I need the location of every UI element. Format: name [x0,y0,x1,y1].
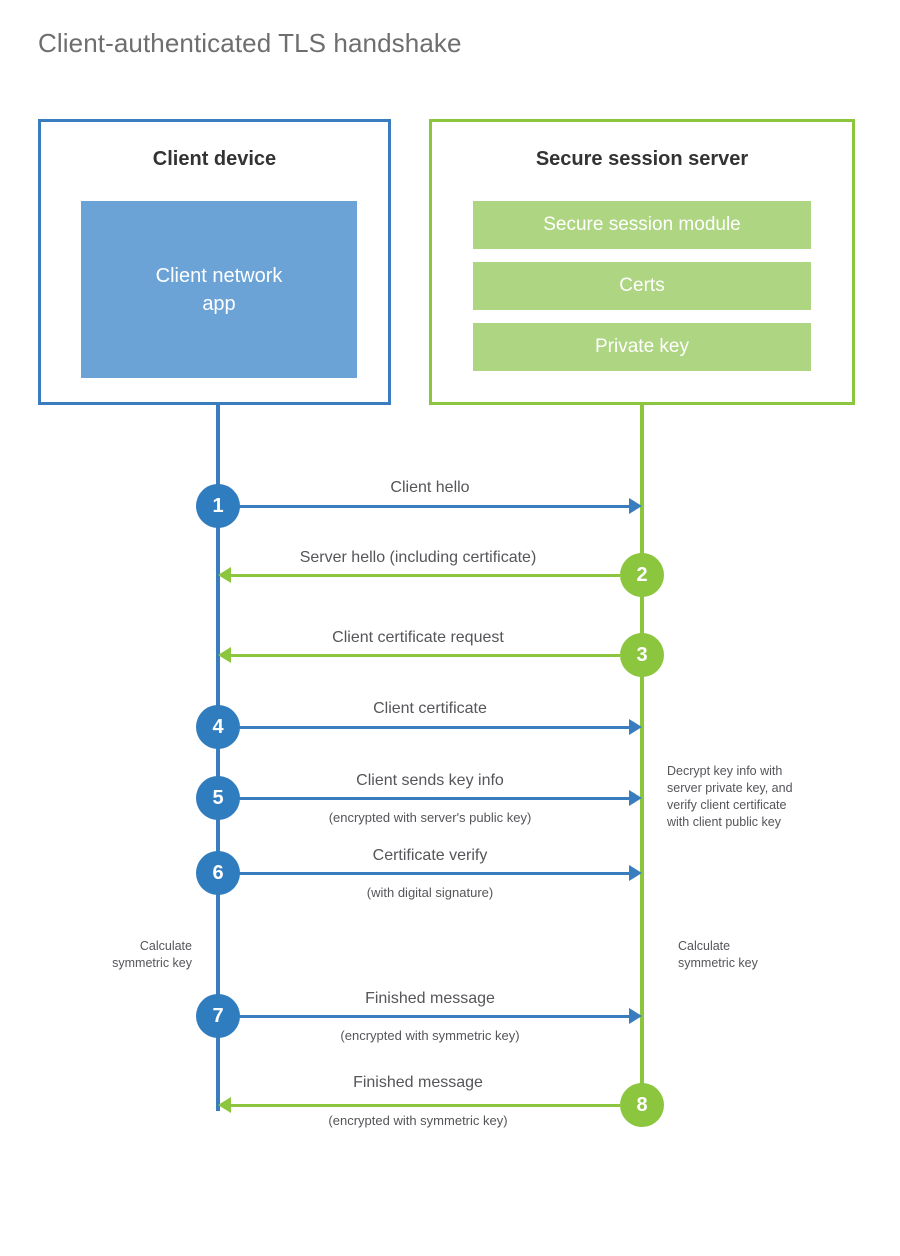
server-module-private-key: Private key [473,323,811,371]
step-8-arrow-head [218,1097,231,1113]
client-network-app-block: Client network app [81,201,357,378]
step-3-arrow-line [231,654,620,657]
step-6-sublabel: (with digital signature) [366,885,494,900]
client-app-label-line1: Client network [155,264,283,287]
server-calc-note-line2: symmetric key [678,956,758,970]
step-1-marker[interactable]: 1 [196,484,240,528]
server-calculate-symmetric-key-note: Calculate symmetric key [678,938,818,972]
client-device-title: Client device [152,148,277,170]
step-5-arrow-head [629,790,642,806]
step-1-arrow-head [629,498,642,514]
client-lifeline [216,404,220,1111]
step-6-arrow-head [629,865,642,881]
step-2-arrow-head [218,567,231,583]
secure-session-server-box: Secure session server Secure session mod… [429,119,855,405]
server-decrypt-note-line2: server private key, and [667,781,793,795]
step-8-sublabel: (encrypted with symmetric key) [328,1113,508,1128]
step-5-arrow-line [218,797,630,800]
step-2-marker[interactable]: 2 [620,553,664,597]
server-decrypt-note: Decrypt key info with server private key… [667,763,847,831]
step-4-arrow-line [218,726,630,729]
step-7-arrow-head [629,1008,642,1024]
step-4-arrow-head [629,719,642,735]
server-decrypt-note-line4: with client public key [667,815,781,829]
step-7-arrow-line [218,1015,630,1018]
step-8-label: Finished message [353,1074,483,1091]
step-2-label: Server hello (including certificate) [299,549,537,566]
step-7-marker[interactable]: 7 [196,994,240,1038]
secure-session-server-title: Secure session server [535,148,749,170]
step-8-marker[interactable]: 8 [620,1083,664,1127]
step-1-arrow-line [218,505,630,508]
step-6-label: Certificate verify [372,847,488,864]
step-6-arrow-line [218,872,630,875]
server-calc-note-line1: Calculate [678,939,731,953]
server-lifeline [640,404,644,1105]
client-calculate-symmetric-key-note: Calculate symmetric key [75,938,192,972]
server-module-secure-session-module: Secure session module [473,201,811,249]
step-8-arrow-line [231,1104,620,1107]
step-3-label: Client certificate request [332,629,504,646]
server-module-certs: Certs [473,262,811,310]
step-5-marker[interactable]: 5 [196,776,240,820]
step-1-label: Client hello [390,479,470,496]
client-device-box: Client device Client network app [38,119,391,405]
step-4-marker[interactable]: 4 [196,705,240,749]
step-6-marker[interactable]: 6 [196,851,240,895]
client-app-label-line2: app [202,292,236,315]
step-2-arrow-line [231,574,620,577]
step-7-label: Finished message [365,990,495,1007]
step-4-label: Client certificate [373,700,487,717]
step-3-arrow-head [218,647,231,663]
server-decrypt-note-line1: Decrypt key info with [667,764,783,778]
step-5-label: Client sends key info [356,772,504,789]
step-7-sublabel: (encrypted with symmetric key) [340,1028,520,1043]
client-calc-note-line1: Calculate [139,939,192,953]
client-calc-note-line2: symmetric key [112,956,192,970]
server-decrypt-note-line3: verify client certificate [667,798,787,812]
step-3-marker[interactable]: 3 [620,633,664,677]
page-title: Client-authenticated TLS handshake [38,28,462,58]
step-5-sublabel: (encrypted with server's public key) [328,810,532,825]
